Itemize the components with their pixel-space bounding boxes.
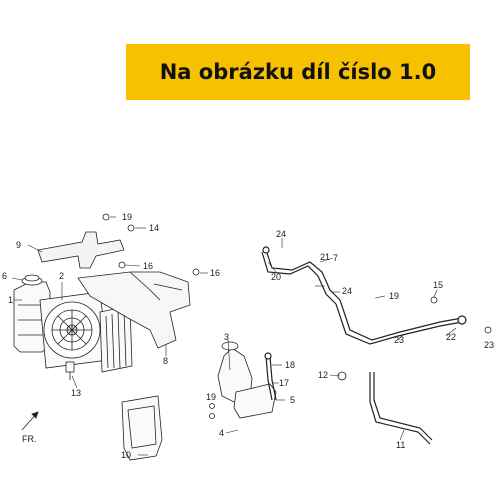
callout-16b: 16 (210, 268, 220, 278)
leader-lines (11, 216, 457, 456)
callout-10: 10 (121, 450, 131, 460)
callout-5: 5 (290, 395, 295, 405)
callout-23b: 23 (484, 340, 494, 350)
callout-12: 12 (318, 370, 328, 380)
callout-1: 1 (8, 295, 13, 305)
callout-4: 4 (219, 428, 224, 438)
part-number-banner: Na obrázku díl číslo 1.0 (126, 44, 470, 100)
callout-18: 18 (285, 360, 295, 370)
callout-14: 14 (149, 223, 159, 233)
callout-23: 23 (394, 335, 404, 345)
callout-11: 11 (396, 440, 405, 450)
callout-19b: 19 (389, 291, 399, 301)
banner-text: Na obrázku díl číslo 1.0 (159, 60, 437, 84)
mounting-bracket (37, 231, 125, 269)
callout-6: 6 (2, 271, 7, 281)
callout-16: 16 (143, 261, 153, 271)
callout-24b: 24 (342, 286, 352, 296)
callout-22: 22 (446, 332, 456, 342)
upper-hoses (261, 246, 467, 345)
callout-7: 7 (333, 253, 338, 263)
callout-21: 21 (320, 252, 330, 262)
callout-19c: 19 (206, 392, 216, 402)
breather-hose (264, 352, 277, 401)
callout-17: 17 (279, 378, 289, 388)
front-arrow-icon (21, 411, 39, 431)
callout-3: 3 (224, 332, 229, 342)
direction-label: FR. (22, 434, 37, 444)
lower-hose (369, 372, 433, 445)
callout-19: 19 (122, 212, 132, 222)
callout-15: 15 (433, 280, 443, 290)
callout-20: 20 (271, 272, 281, 282)
callout-8: 8 (163, 356, 168, 366)
cooling-fan (39, 291, 109, 369)
callout-13: 13 (71, 388, 81, 398)
callout-9: 9 (16, 240, 21, 250)
air-duct (77, 271, 191, 349)
callout-2: 2 (59, 271, 64, 281)
temp-sensor (65, 361, 75, 380)
guard-plate (121, 395, 163, 461)
overflow-bottle (217, 341, 277, 419)
callout-24: 24 (276, 229, 286, 239)
callout-labels: 1 2 3 4 5 6 7 8 9 10 11 12 13 14 15 16 1… (2, 212, 494, 460)
fasteners (102, 213, 492, 419)
